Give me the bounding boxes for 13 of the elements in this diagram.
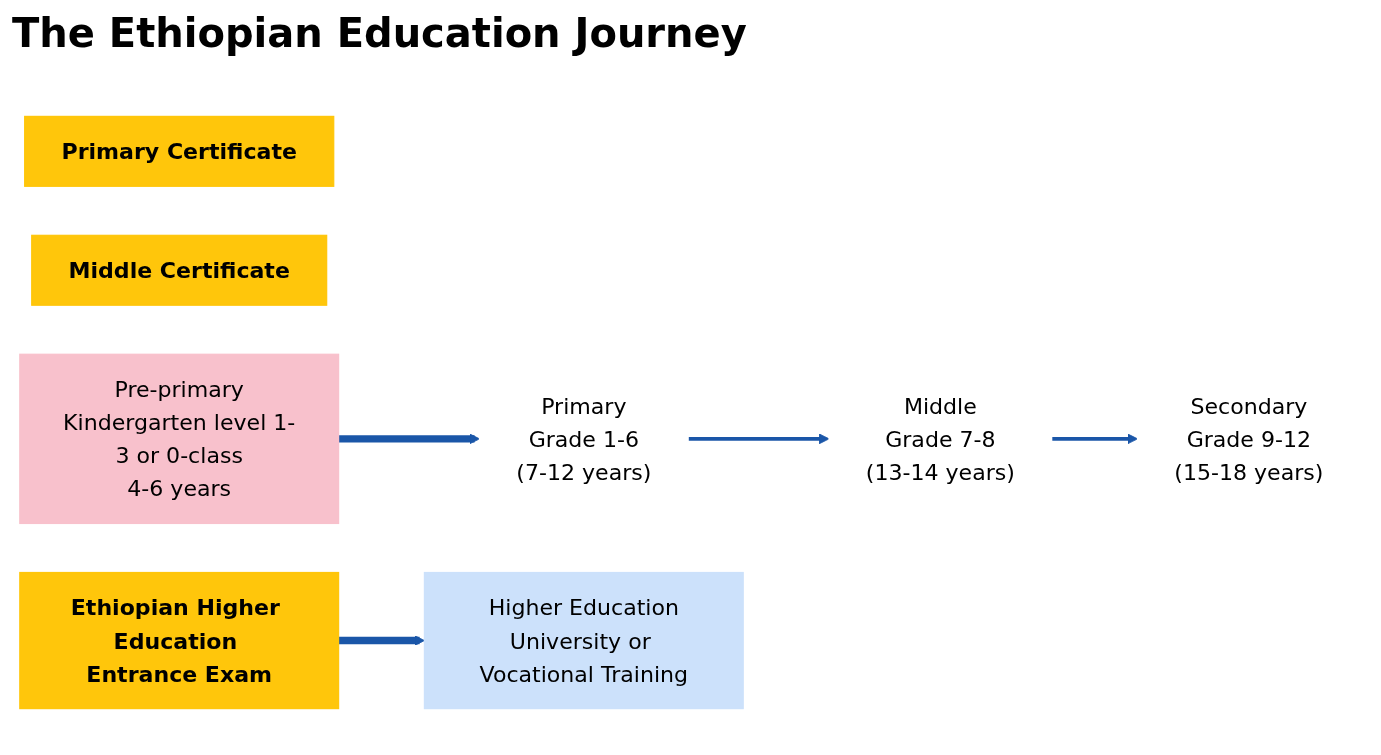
node-box: Primary Certificate [24, 115, 335, 187]
arrow [338, 433, 480, 445]
node-text: Secondary Grade 9-12 (15-18 years) [1174, 392, 1324, 485]
arrow [688, 433, 830, 445]
arrow [338, 635, 425, 646]
node-text: Middle Grade 7-8 (13-14 years) [865, 392, 1015, 485]
diagram-title: The Ethiopian Education Journey [12, 10, 747, 56]
node-box: Pre-primary Kindergarten level 1-3 or 0-class 4-6 years [19, 353, 340, 525]
node-text: Primary Grade 1-6 (7-12 years) [516, 392, 652, 485]
node-box: Ethiopian Higher Education Entrance Exam [19, 571, 340, 710]
node-box: Higher Education University or Vocational Training [423, 571, 744, 710]
node-box: Middle Certificate [31, 234, 328, 306]
arrow [1051, 433, 1138, 445]
